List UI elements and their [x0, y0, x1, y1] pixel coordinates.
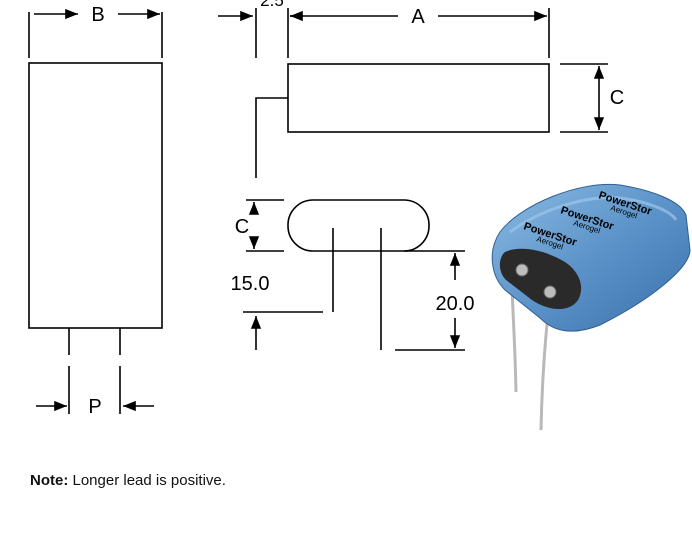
- note-text: Longer lead is positive.: [72, 472, 226, 489]
- label-long-lead: 20.0: [436, 293, 475, 315]
- label-b: B: [91, 4, 104, 26]
- bottom-view-body: [287, 199, 430, 252]
- label-p: P: [88, 396, 101, 418]
- photo-terminal-neg: [515, 263, 529, 277]
- label-c-bottom: C: [235, 216, 249, 238]
- side-view: [218, 8, 608, 178]
- lead-polarity-note: Note: Longer lead is positive.: [30, 472, 226, 489]
- label-short-lead: 15.0: [231, 273, 270, 295]
- note-label: Note:: [30, 472, 69, 489]
- side-view-lead: [255, 97, 288, 178]
- product-photo: PowerStor Aerogel PowerStor Aerogel Powe…: [491, 183, 691, 431]
- front-view: [28, 8, 163, 414]
- label-c-side: C: [610, 87, 624, 109]
- front-view-body: [28, 62, 163, 329]
- label-lead-offset: 2.5: [260, 0, 284, 10]
- label-a: A: [411, 6, 425, 28]
- photo-highlight: [509, 196, 678, 234]
- bottom-view: [243, 199, 465, 351]
- photo-terminal-pos: [543, 285, 557, 299]
- side-view-body: [287, 63, 550, 133]
